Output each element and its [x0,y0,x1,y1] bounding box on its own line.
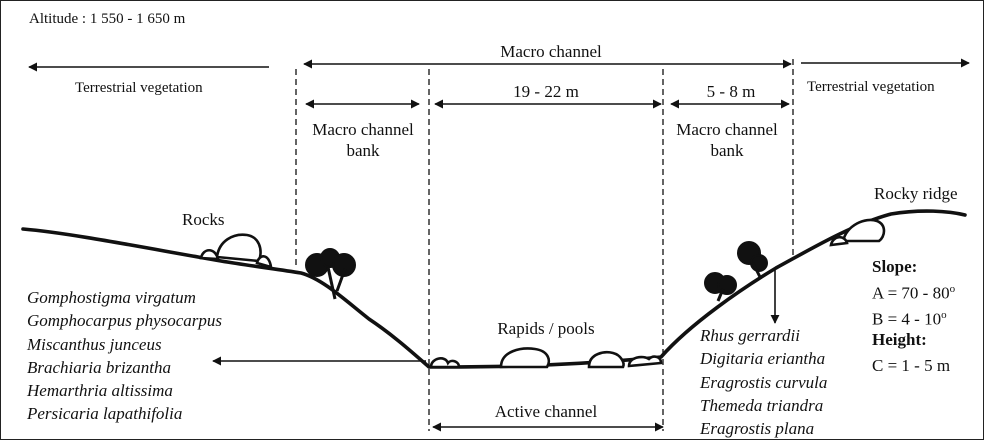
rock-bed-4 [627,355,663,368]
rapids-pools-label: Rapids / pools [497,319,595,338]
rock-large-left [215,233,262,263]
bank-right-line1: Macro channel [676,120,778,139]
species-right-item: Rhus gerrardii [700,326,800,345]
tree-right-bank-low [704,272,737,302]
tree-left-bank [305,248,356,300]
slope-b: B = 4 - 10o [872,310,947,328]
height-c: C = 1 - 5 m [872,356,951,375]
species-left-item: Brachiaria brizantha [27,357,172,377]
bank-right-line2: bank [710,141,744,160]
species-left-item: Persicaria lapathifolia [27,404,183,424]
slope-b-degree: o [941,309,947,321]
tree-right-bank-high [737,241,768,280]
species-left-item: Hemarthria altissima [27,381,173,401]
species-list-left: Gomphostigma virgatum Gomphocarpus physo… [27,286,222,426]
species-left-item: Miscanthus junceus [27,334,162,354]
species-left-item: Gomphocarpus physocarpus [27,311,223,331]
slope-a-degree: o [949,283,956,295]
terrestrial-left-label: Terrestrial vegetation [75,80,203,96]
species-right-item: Digitaria eriantha [700,349,826,369]
slope-a-text: A = 70 - 80 [872,283,950,303]
rock-ridge-large [841,218,886,243]
species-right-item: Eragrostis plana [700,419,815,439]
active-channel-label: Active channel [494,402,598,421]
bank-right-label: Macro channel bank [657,119,797,161]
slope-a: A = 70 - 80o [872,284,955,302]
macro-channel-title: Macro channel [500,42,602,61]
bank-left-label: Macro channel bank [293,119,433,161]
right-bank-width-label: 5 - 8 m [706,82,756,101]
altitude-label: Altitude : 1 550 - 1 650 m [29,11,186,27]
rock-ridge-small [829,235,849,247]
rocky-ridge-label: Rocky ridge [874,184,958,203]
rock-bed-2 [499,347,551,369]
rock-small-left-a [199,248,220,261]
species-left-item: Gomphostigma virgatum [27,288,196,307]
species-list-right: Rhus gerrardii Digitaria eriantha Eragro… [700,324,828,439]
rock-bed-3 [587,351,625,369]
bank-left-line1: Macro channel [312,120,414,139]
center-width-label: 19 - 22 m [513,82,579,101]
bank-left-line2: bank [346,141,380,160]
height-title: Height: [872,330,927,349]
rock-bed-1 [429,357,461,369]
rock-small-left-b [255,255,273,269]
rocks-label: Rocks [182,210,225,229]
slope-title: Slope: [872,257,918,276]
species-right-item: Eragrostis curvula [700,372,828,392]
species-right-item: Themeda triandra [700,395,824,415]
terrestrial-right-label: Terrestrial vegetation [807,79,935,95]
slope-b-text: B = 4 - 10 [872,309,942,329]
